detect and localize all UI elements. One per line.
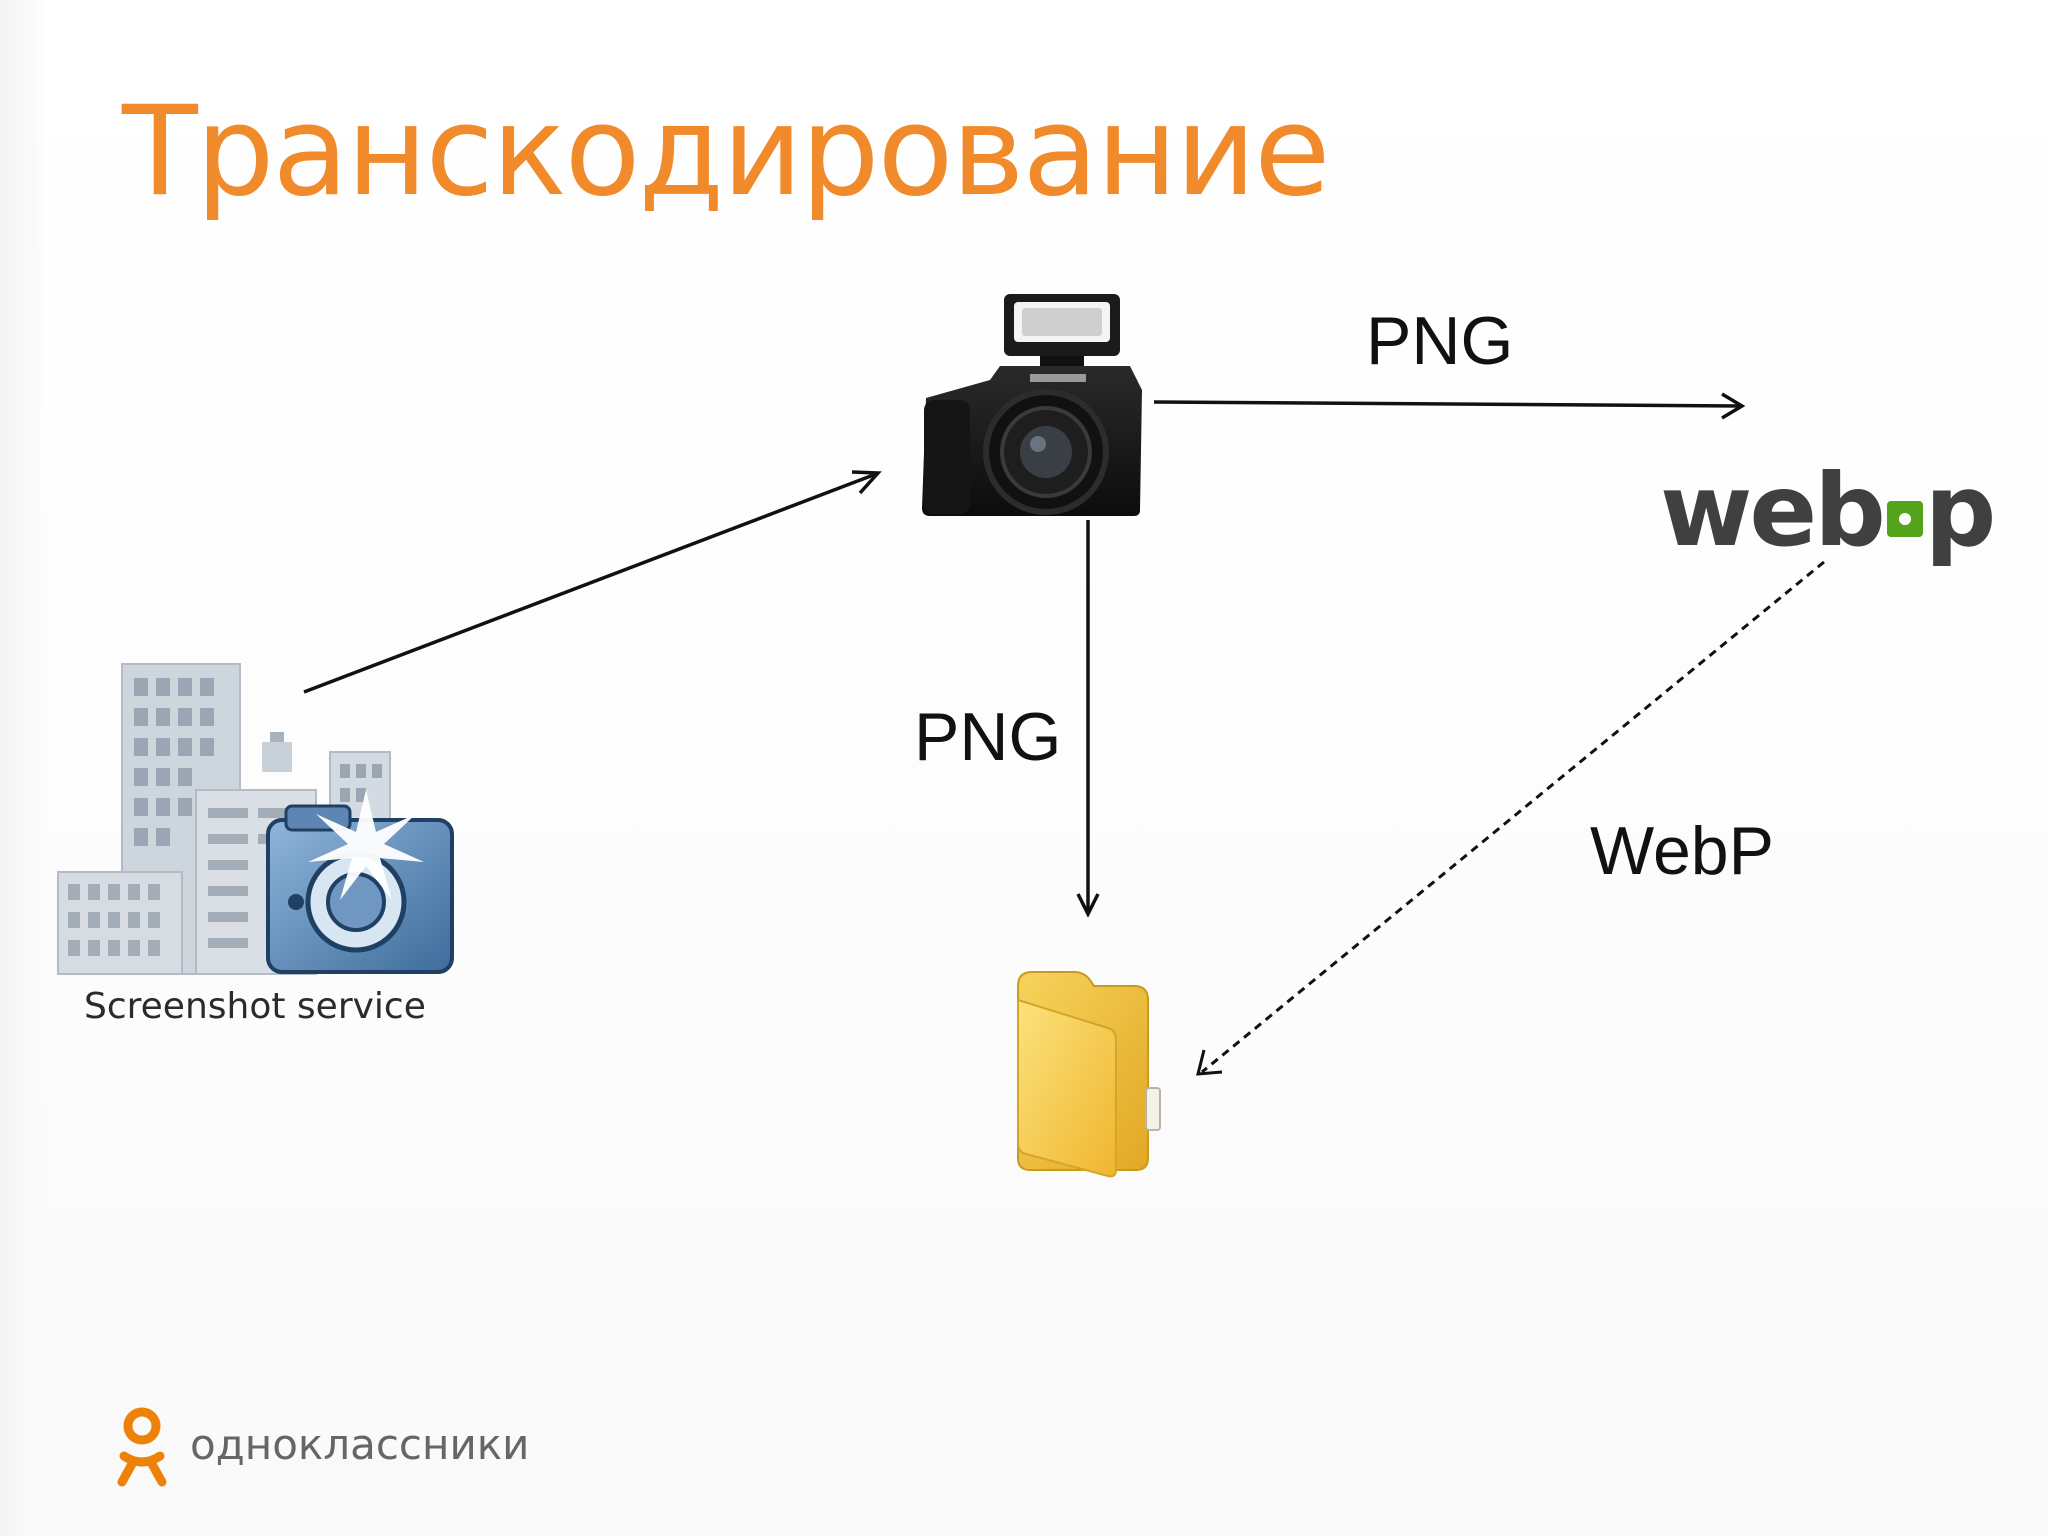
arrow-camera-to-webp — [1153, 392, 1746, 420]
webp-logo-green-square-icon — [1886, 501, 1923, 537]
folder-icon — [1017, 971, 1161, 1178]
arrow-webp-to-folder-dashed — [1196, 560, 1825, 1076]
odnoklassniki-logo-icon — [117, 1407, 167, 1487]
screenshot-service-icon — [57, 663, 454, 975]
webp-logo-text-web: web — [1660, 452, 1886, 569]
slide-title: Транскодирование — [122, 80, 1330, 224]
arrow-service-to-camera — [303, 470, 882, 694]
label-png-camera-to-webp: PNG — [1366, 303, 1514, 379]
camera-icon — [922, 294, 1142, 516]
webp-logo-text-p: p — [1924, 452, 1997, 569]
arrow-camera-to-folder — [1076, 520, 1100, 918]
brand-name: одноклассники — [190, 1420, 530, 1469]
label-png-camera-to-folder: PNG — [914, 699, 1062, 775]
label-webp-to-folder: WebP — [1590, 813, 1774, 889]
screenshot-service-caption: Screenshot service — [84, 986, 426, 1027]
left-shade — [0, 0, 48, 1536]
